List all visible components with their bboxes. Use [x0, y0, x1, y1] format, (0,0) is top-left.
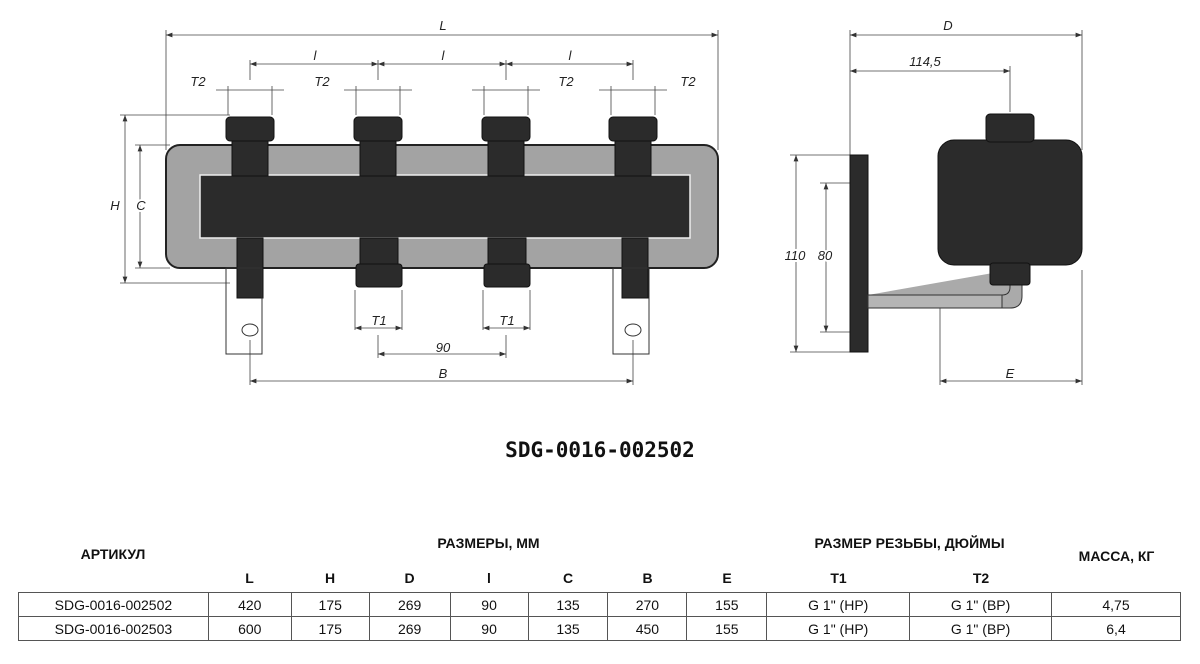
dim-T2: T2	[558, 74, 574, 89]
front-dimension-labels: L l l l T2 T2 T2 T2 H C T1 T1 90 B	[110, 18, 696, 381]
cell: 155	[686, 592, 768, 617]
cell: SDG-0016-002503	[18, 616, 209, 641]
cell: G 1" (НР)	[766, 592, 911, 617]
dim-B: B	[439, 366, 448, 381]
col-D: D	[404, 570, 415, 586]
cell: 450	[607, 616, 688, 641]
col-T1: T1	[830, 570, 847, 586]
technical-drawing: L l l l T2 T2 T2 T2 H C T1 T1 90 B D 114…	[110, 18, 1083, 385]
front-dimension-lines	[120, 30, 719, 385]
cell: G 1" (НР)	[766, 616, 911, 641]
cell: 155	[686, 616, 768, 641]
side-dimension-lines	[790, 30, 1083, 385]
dimensions-header: РАЗМЕРЫ, ММ	[437, 535, 540, 551]
dim-l: l	[569, 48, 573, 63]
dim-E: E	[1006, 366, 1015, 381]
col-C: C	[562, 570, 574, 586]
col-l: l	[487, 570, 491, 586]
dim-l: l	[442, 48, 446, 63]
dim-H: H	[110, 198, 120, 213]
dim-T1: T1	[499, 313, 514, 328]
col-H: H	[324, 570, 336, 586]
cell: G 1" (ВР)	[909, 616, 1053, 641]
product-title: SDG-0016-002502	[505, 438, 695, 462]
col-B: B	[642, 570, 653, 586]
cell: SDG-0016-002502	[18, 592, 209, 617]
cell: G 1" (ВР)	[909, 592, 1053, 617]
cell: 135	[527, 592, 609, 617]
thread-header: РАЗМЕР РЕЗЬБЫ, ДЮЙМЫ	[814, 535, 1005, 551]
dim-C: C	[136, 198, 146, 213]
cell: 6,4	[1051, 616, 1181, 641]
cell: 420	[207, 592, 292, 617]
col-E: E	[722, 570, 732, 586]
cell: 270	[607, 592, 688, 617]
cell: 600	[207, 616, 292, 641]
manifold-side-view	[849, 113, 1083, 353]
dim-L: L	[439, 18, 446, 33]
article-header: АРТИКУЛ	[80, 546, 146, 562]
cell: 135	[527, 616, 609, 641]
dim-80: 80	[818, 248, 833, 263]
side-dimension-labels: D 114,5 110 80 E	[783, 18, 1015, 381]
dim-offset: 114,5	[909, 54, 941, 69]
dim-110: 110	[785, 248, 806, 263]
cell: 175	[290, 616, 370, 641]
dim-T2: T2	[314, 74, 330, 89]
manifold-front-view	[165, 116, 719, 355]
cell: 90	[449, 592, 529, 617]
dim-T2: T2	[190, 74, 206, 89]
mass-header: МАССА, КГ	[1078, 548, 1155, 564]
cell: 4,75	[1051, 592, 1181, 617]
cell: 90	[449, 616, 529, 641]
cell: 269	[368, 592, 451, 617]
dim-T1: T1	[371, 313, 386, 328]
dim-spacing: 90	[436, 340, 451, 355]
dim-l: l	[314, 48, 318, 63]
dim-D: D	[943, 18, 952, 33]
col-T2: T2	[972, 570, 990, 586]
cell: 269	[368, 616, 451, 641]
cell: 175	[290, 592, 370, 617]
dim-T2: T2	[680, 74, 696, 89]
col-L: L	[245, 570, 254, 586]
